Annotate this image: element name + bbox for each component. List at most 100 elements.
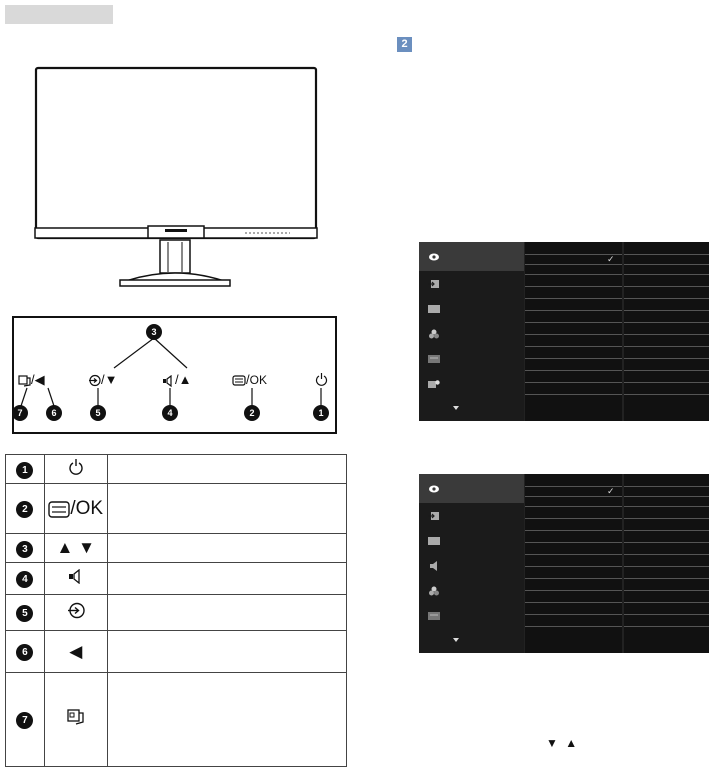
color-icon [429,329,439,339]
up-down-arrows-icon: ▲ ▼ [43,533,108,563]
osd-row-divider [525,334,622,335]
osd-row-divider [624,298,709,299]
down-arrow-icon: ▼ [104,372,118,387]
osd-row-divider [624,626,709,627]
osd-item-audio[interactable] [419,555,524,579]
osd-row-divider [624,518,709,519]
osd-row-divider [624,382,709,383]
menu-ok-control[interactable]: /OK [232,372,267,387]
osd-row-divider [624,542,709,543]
osd-row-divider [525,518,622,519]
osd-row-divider [525,486,622,487]
osd-row-divider [624,486,709,487]
row-number: 2 [16,501,34,518]
osd-row-divider [525,530,622,531]
table-row: 5 [5,594,348,631]
table-row: 4 [5,562,348,595]
osd-row-divider [525,346,622,347]
callout-7: 7 [12,405,28,421]
osd-row-divider [624,566,709,567]
smartimage-icon [67,709,84,725]
osd-item-settings[interactable] [419,373,524,397]
power-icon[interactable] [315,372,328,386]
osd-row-divider [624,602,709,603]
osd-item-language[interactable] [419,605,524,629]
up-arrow-icon: ▲ [178,372,192,387]
check-icon: ✓ [607,254,615,264]
row-description [106,672,348,767]
chevron-down-icon [453,406,459,410]
osd-row-divider [624,370,709,371]
row-description [106,533,348,563]
row-number: 1 [16,461,34,479]
osd-row-divider [624,310,709,311]
picture-icon [428,537,440,545]
callout-1: 1 [313,405,329,421]
osd-row-divider [624,554,709,555]
table-row: 6 ◀ [5,630,348,673]
osd-item-color[interactable] [419,580,524,604]
osd-row-divider [624,614,709,615]
osd-item-more[interactable] [419,630,524,654]
osd-row-divider [624,346,709,347]
row-number: 5 [16,605,34,622]
input-icon [89,374,101,387]
back-arrow-icon: ◀ [43,630,108,673]
osd-row-divider [624,496,709,497]
osd-column-2 [624,242,709,421]
check-icon: ✓ [607,486,615,496]
osd-item-eye[interactable] [419,242,524,271]
osd-row-divider [624,358,709,359]
osd-row-divider [525,566,622,567]
input-icon [428,512,439,520]
callout-4: 4 [162,405,178,421]
volume-up-control[interactable]: /▲ [162,372,192,387]
osd-row-divider [624,274,709,275]
osd-menu-2: ✓ [419,474,709,653]
row-description [106,483,348,534]
osd-item-input[interactable] [419,505,524,529]
osd-row-divider [525,394,622,395]
table-row: 2 /OK [5,483,348,534]
osd-row-divider [525,590,622,591]
osd-item-picture[interactable] [419,530,524,554]
nav-arrows-hint: ▼ ▲ [546,736,580,750]
osd-column-1 [525,242,622,421]
eye-icon [429,485,439,493]
callout-5: 5 [90,405,106,421]
settings-icon [428,380,440,388]
osd-item-more[interactable] [419,398,524,422]
callout-6: 6 [46,405,62,421]
callout-2: 2 [244,405,260,421]
input-icon [67,602,85,618]
osd-row-divider [525,322,622,323]
osd-item-language[interactable] [419,348,524,372]
slash: / [31,372,35,387]
monitor-illustration [34,66,318,287]
osd-item-color[interactable] [419,323,524,347]
slash: / [246,372,250,387]
osd-row-divider [525,310,622,311]
osd-menu-1: ✓ [419,242,709,421]
smartimage-back-control[interactable]: /◀ [18,372,45,388]
input-down-control[interactable]: /▼ [88,372,118,387]
osd-item-input[interactable] [419,273,524,297]
osd-sidebar [419,242,524,421]
osd-item-picture[interactable] [419,298,524,322]
osd-row-divider [624,394,709,395]
row-number: 4 [16,571,34,588]
osd-row-divider [624,286,709,287]
chevron-down-icon [453,638,459,642]
osd-row-divider [624,530,709,531]
eye-icon [429,253,439,261]
osd-row-divider [624,254,709,255]
step-number-badge: 2 [397,37,412,52]
row-number: 7 [16,712,34,729]
row-description [106,454,348,484]
volume-icon [68,568,80,584]
osd-row-divider [525,602,622,603]
back-arrow-icon: ◀ [34,372,45,387]
osd-row-divider [525,626,622,627]
osd-item-eye[interactable] [419,474,524,503]
osd-column-1 [525,474,622,653]
